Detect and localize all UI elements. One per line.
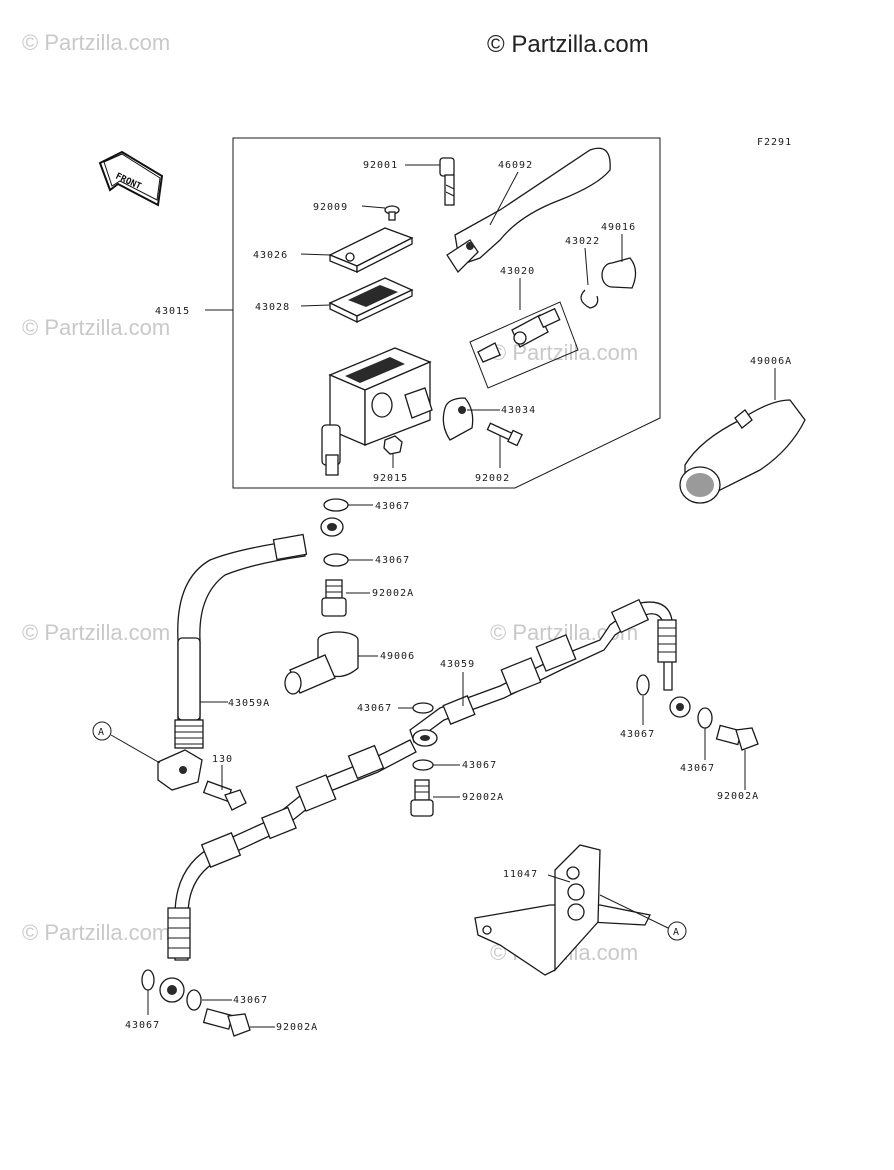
label-92002A-a: 92002A bbox=[372, 588, 414, 599]
washer-43067 bbox=[636, 674, 650, 696]
holder-43034 bbox=[442, 397, 474, 441]
label-43067-d: 43067 bbox=[462, 760, 497, 771]
label-43022: 43022 bbox=[565, 236, 600, 247]
banjo-bolt-92002A bbox=[202, 1008, 251, 1037]
washer-43067 bbox=[323, 498, 349, 512]
label-43067-a: 43067 bbox=[375, 501, 410, 512]
hose-43059 bbox=[409, 598, 691, 747]
bolt-92001 bbox=[439, 157, 455, 206]
banjo-bolt-92002A bbox=[321, 579, 347, 617]
boot-49006 bbox=[284, 631, 359, 695]
assembly-box bbox=[232, 137, 661, 489]
leader-43022 bbox=[584, 247, 589, 286]
boot-49016 bbox=[601, 257, 637, 289]
leader-ref-a-right bbox=[599, 894, 669, 929]
piston-kit-43020 bbox=[477, 307, 561, 363]
washer-43067 bbox=[412, 759, 434, 771]
label-49006A: 49006A bbox=[750, 356, 792, 367]
screw-92009 bbox=[384, 205, 400, 221]
leader-46092 bbox=[489, 171, 519, 226]
washer-43067 bbox=[186, 989, 202, 1011]
label-11047: 11047 bbox=[503, 869, 538, 880]
label-43067-b: 43067 bbox=[375, 555, 410, 566]
banjo-bolt-92002A bbox=[715, 724, 759, 751]
lever-46092 bbox=[446, 147, 611, 274]
label-92015: 92015 bbox=[373, 473, 408, 484]
washer-43067 bbox=[412, 702, 434, 714]
front-arrow-icon: FRONT bbox=[98, 150, 164, 207]
label-43059A: 43059A bbox=[228, 698, 270, 709]
label-43059: 43059 bbox=[440, 659, 475, 670]
label-43067-g: 43067 bbox=[125, 1020, 160, 1031]
watermark: © Partzilla.com bbox=[22, 30, 170, 55]
label-49016: 49016 bbox=[601, 222, 636, 233]
washer-43067 bbox=[323, 553, 349, 567]
label-92009: 92009 bbox=[313, 202, 348, 213]
leader-43028 bbox=[300, 304, 331, 307]
washer-43067 bbox=[141, 969, 155, 991]
label-49006: 49006 bbox=[380, 651, 415, 662]
banjo-bolt-92002A bbox=[410, 779, 434, 817]
reservoir-cap-43026 bbox=[328, 227, 414, 274]
leader-92009 bbox=[361, 205, 386, 209]
reference-circle-a bbox=[667, 921, 687, 941]
hose-43059A bbox=[157, 533, 308, 791]
label-43015: 43015 bbox=[155, 306, 190, 317]
watermark: © Partzilla.com bbox=[22, 920, 170, 945]
bolt-130 bbox=[202, 780, 247, 811]
label-92001: 92001 bbox=[363, 160, 398, 171]
bolt-92002 bbox=[486, 422, 523, 447]
watermark: © Partzilla.com bbox=[22, 315, 170, 340]
label-43067-h: 43067 bbox=[233, 995, 268, 1006]
watermark: © Partzilla.com bbox=[490, 340, 638, 365]
label-43028: 43028 bbox=[255, 302, 290, 313]
nut-92015 bbox=[383, 435, 403, 455]
leader-ref-a-left bbox=[110, 734, 161, 764]
label-43067-c: 43067 bbox=[357, 703, 392, 714]
label-43067-e: 43067 bbox=[620, 729, 655, 740]
diaphragm-43028 bbox=[328, 277, 414, 324]
figure-code: F2291 bbox=[757, 137, 792, 148]
piston-kit-box bbox=[469, 301, 579, 389]
watermark: © Partzilla.com bbox=[22, 620, 170, 645]
leader-43026 bbox=[300, 253, 331, 256]
label-92002A-b: 92002A bbox=[462, 792, 504, 803]
reference-circle-a bbox=[92, 721, 112, 741]
leader-11047 bbox=[547, 874, 571, 883]
cover-49006A bbox=[679, 399, 806, 504]
label-46092: 46092 bbox=[498, 160, 533, 171]
copyright-text: © Partzilla.com bbox=[487, 31, 649, 58]
label-92002A-c: 92002A bbox=[717, 791, 759, 802]
circlip-43022 bbox=[580, 289, 599, 309]
washer-43067 bbox=[697, 707, 713, 729]
label-43034: 43034 bbox=[501, 405, 536, 416]
bracket-11047 bbox=[474, 844, 651, 976]
label-43020: 43020 bbox=[500, 266, 535, 277]
label-43067-f: 43067 bbox=[680, 763, 715, 774]
label-92002A-d: 92002A bbox=[276, 1022, 318, 1033]
ref-a-left: A bbox=[98, 727, 105, 738]
master-cylinder-body bbox=[321, 347, 433, 476]
label-43026: 43026 bbox=[253, 250, 288, 261]
ref-a-right: A bbox=[673, 927, 680, 938]
label-130: 130 bbox=[212, 754, 233, 765]
lower-hose bbox=[159, 739, 417, 1003]
label-92002: 92002 bbox=[475, 473, 510, 484]
